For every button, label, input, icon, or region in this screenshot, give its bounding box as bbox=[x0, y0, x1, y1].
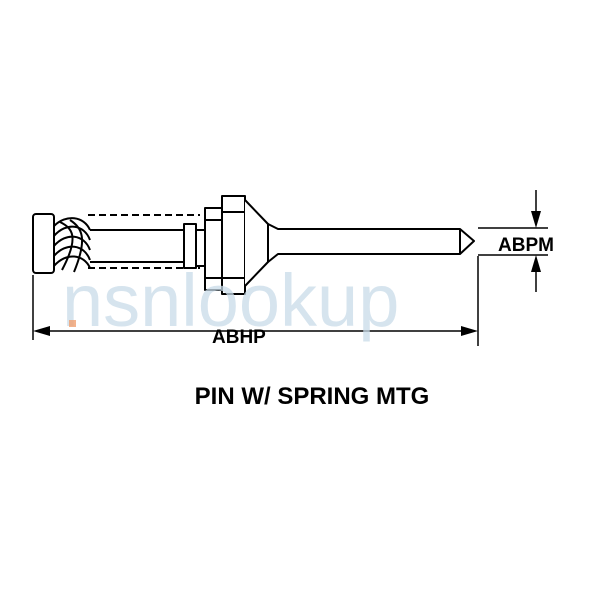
pin-body bbox=[268, 224, 474, 262]
abpm-arrow-down bbox=[531, 211, 541, 228]
watermark-dot bbox=[69, 320, 76, 327]
abhp-label: ABHP bbox=[212, 327, 266, 348]
diagram-title: PIN W/ SPRING MTG bbox=[195, 383, 430, 410]
abpm-label: ABPM bbox=[498, 235, 554, 256]
end-cap bbox=[33, 214, 54, 273]
abpm-arrow-up bbox=[531, 255, 541, 272]
abhp-arrow-right bbox=[461, 326, 478, 336]
abhp-arrow-left bbox=[33, 326, 50, 336]
